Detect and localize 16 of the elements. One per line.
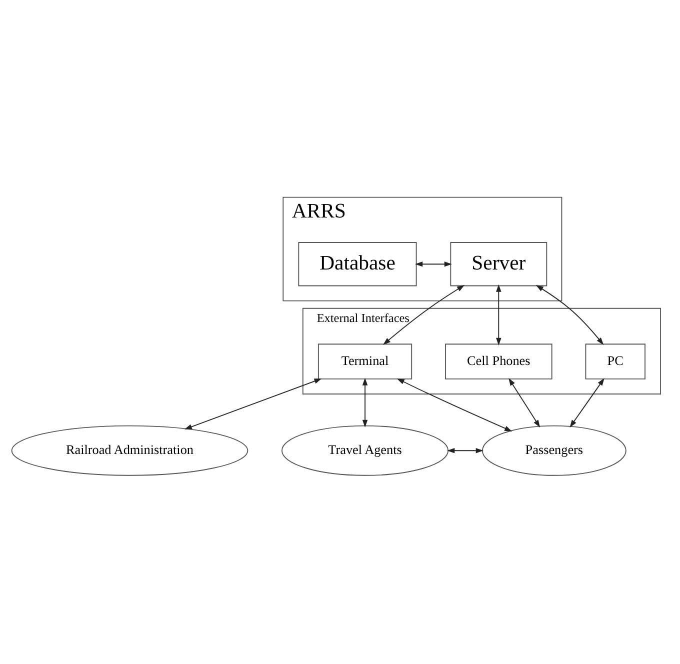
node-box: Database xyxy=(298,242,417,286)
node-box: Server xyxy=(450,242,548,286)
arrow xyxy=(496,284,502,345)
arrow xyxy=(396,378,512,431)
node-box: Cell Phones xyxy=(445,343,552,379)
arrow xyxy=(184,378,322,429)
node-box: Terminal xyxy=(318,343,412,379)
arrow xyxy=(508,378,540,428)
arrow xyxy=(383,284,465,344)
arrow xyxy=(536,284,604,344)
arrow xyxy=(447,447,484,453)
node-box: PC xyxy=(585,343,646,379)
arrow xyxy=(570,378,604,427)
arrow xyxy=(415,260,452,266)
node-ellipse: Travel Agents xyxy=(281,424,449,476)
arrow xyxy=(362,377,368,427)
